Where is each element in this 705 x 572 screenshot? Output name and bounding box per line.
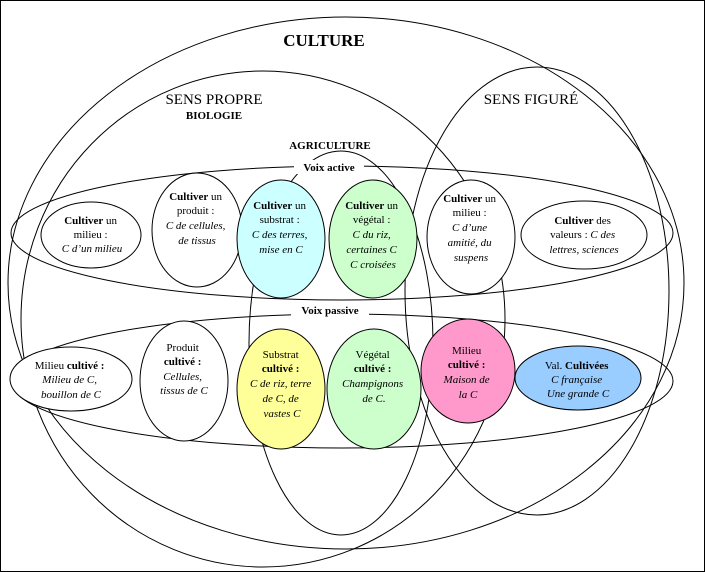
voix-active-label-bg: [294, 160, 364, 174]
cell-active-valeurs: [520, 200, 648, 270]
title: CULTURE: [283, 31, 365, 50]
text-active-milieu-figure: Cultiver un milieu : C d’une amitié, du …: [443, 193, 499, 264]
sens-propre-heading: SENS PROPRE: [165, 92, 262, 108]
sens-figure-heading: SENS FIGURÉ: [484, 91, 579, 108]
sens-figure-ellipse: [404, 66, 670, 516]
text-active-milieu: Cultiver un milieu : C d’un milieu: [62, 215, 123, 255]
text-passive-vegetal: Végétal cultivé : Champignons de C.: [342, 349, 406, 405]
text-passive-substrat: Substrat cultivé : C de riz, terre de C,…: [250, 349, 314, 420]
cell-active-milieu-figure: [426, 179, 516, 295]
cell-passive-valeurs: [514, 345, 642, 411]
text-passive-valeurs: Val. Cultivées C française Une grande C: [545, 360, 611, 400]
text-active-substrat: Cultiver un substrat : C des terres, mis…: [252, 200, 310, 256]
cell-passive-milieu-figure: [420, 318, 516, 424]
text-active-valeurs: Cultiver des valeurs : C des lettres, sc…: [549, 215, 618, 256]
culture-ellipse: [7, 16, 685, 550]
biologie-heading: BIOLOGIE: [186, 110, 242, 122]
cell-passive-substrat: [236, 328, 326, 450]
sens-propre-ellipse: [20, 70, 506, 568]
voix-active-label: Voix active: [303, 162, 354, 174]
text-passive-milieu-figure: Milieu cultivé : Maison de la C: [443, 345, 493, 401]
cell-active-substrat: [236, 179, 326, 299]
agriculture-heading: AGRICULTURE: [289, 140, 371, 152]
voix-passive-label-bg: [291, 303, 369, 317]
cell-passive-vegetal: [326, 328, 422, 450]
cell-passive-produit: [139, 320, 229, 442]
text-active-vegetal: Cultiver un végétal : C du riz, certaine…: [345, 200, 401, 271]
text-passive-milieu: Milieu cultivé : Milieu de C, bouillon d…: [35, 360, 107, 401]
text-passive-produit: Produit cultivé : Cellules, tissus de C: [160, 342, 208, 397]
cell-passive-milieu: [9, 346, 133, 412]
cell-active-milieu: [40, 201, 142, 269]
cell-active-vegetal: [328, 179, 418, 299]
voix-passive-label: Voix passive: [301, 305, 358, 317]
text-active-produit: Cultiver un produit : C de cellules, de …: [166, 191, 228, 247]
